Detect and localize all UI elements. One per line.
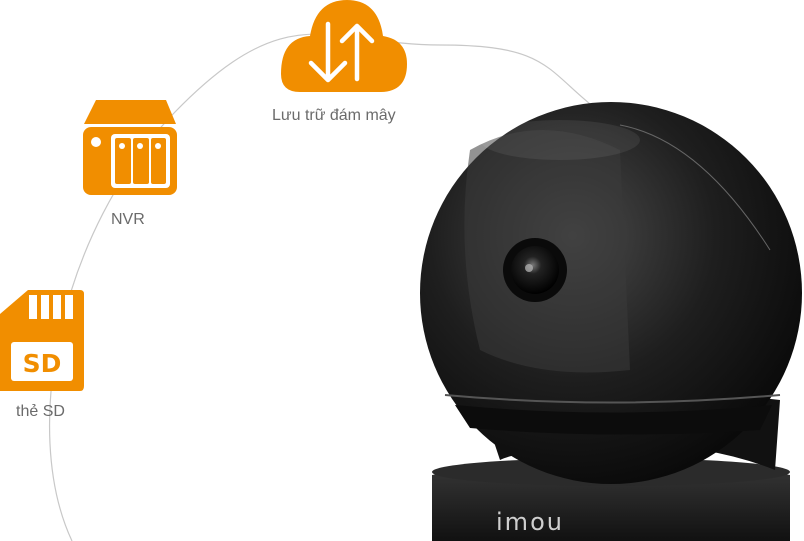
cloud-storage-label: Lưu trữ đám mây bbox=[272, 107, 396, 124]
sd-card-icon: SD bbox=[0, 290, 84, 391]
sd-card-text: SD bbox=[23, 349, 62, 378]
sd-card-label: thẻ SD bbox=[16, 403, 65, 420]
nvr-icon bbox=[83, 100, 177, 195]
cloud-upload-download-icon bbox=[281, 0, 407, 92]
brand-logo: imou bbox=[496, 508, 564, 536]
camera-product-image: imou bbox=[420, 102, 802, 541]
nvr-label: NVR bbox=[111, 211, 145, 228]
